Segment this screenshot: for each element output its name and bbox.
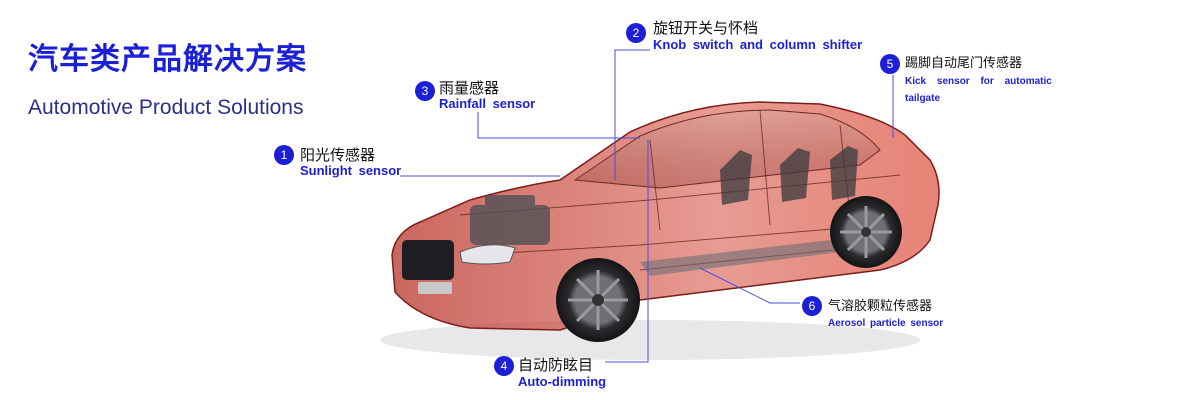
leader-line-4 [605, 140, 649, 363]
callout-4-badge: 4 [494, 356, 514, 376]
callout-5-en-label-line2: tailgate [905, 93, 941, 104]
callout-3-en-label: Rainfall sensor [439, 96, 536, 111]
callout-6-en-label: Aerosol particle sensor [828, 318, 944, 329]
car-grille [402, 240, 454, 280]
callout-6-cn-label: 气溶胶颗粒传感器 [828, 299, 933, 314]
car-floor-pack [640, 240, 840, 276]
callout-1-badge: 1 [274, 145, 294, 165]
page-subtitle: Automotive Product Solutions [28, 96, 304, 119]
callout-5-cn-label: 踢脚自动尾门传感器 [905, 56, 1023, 71]
callout-1-cn-label: 阳光传感器 [300, 146, 376, 164]
callout-3-cn-label: 雨量感器 [439, 79, 500, 97]
car-headlight [459, 244, 516, 265]
callout-1-en-label: Sunlight sensor [300, 163, 402, 178]
car-engine [470, 195, 550, 245]
leader-line-2 [614, 49, 650, 180]
callout-6-badge: 6 [802, 296, 822, 316]
car-license-plate [418, 282, 452, 294]
car-seats [720, 146, 858, 205]
callout-4-cn-label: 自动防眩目 [518, 356, 594, 374]
callout-2-en-label: Knob switch and column shifter [653, 37, 863, 52]
callout-2-badge: 2 [626, 23, 646, 43]
callout-3-badge: 3 [415, 81, 435, 101]
leader-lines [400, 49, 894, 363]
car-shadow [380, 320, 920, 360]
page-title: 汽车类产品解决方案 [28, 42, 307, 77]
callout-5-badge: 5 [880, 54, 900, 74]
leader-line-6 [699, 267, 800, 304]
callout-4-en-label: Auto-dimming [518, 374, 607, 389]
callout-5-en-label-line1: Kick sensor for automatic [905, 76, 1052, 87]
callout-2-cn-label: 旋钮开关与怀档 [653, 19, 759, 37]
leader-line-3 [477, 112, 640, 139]
